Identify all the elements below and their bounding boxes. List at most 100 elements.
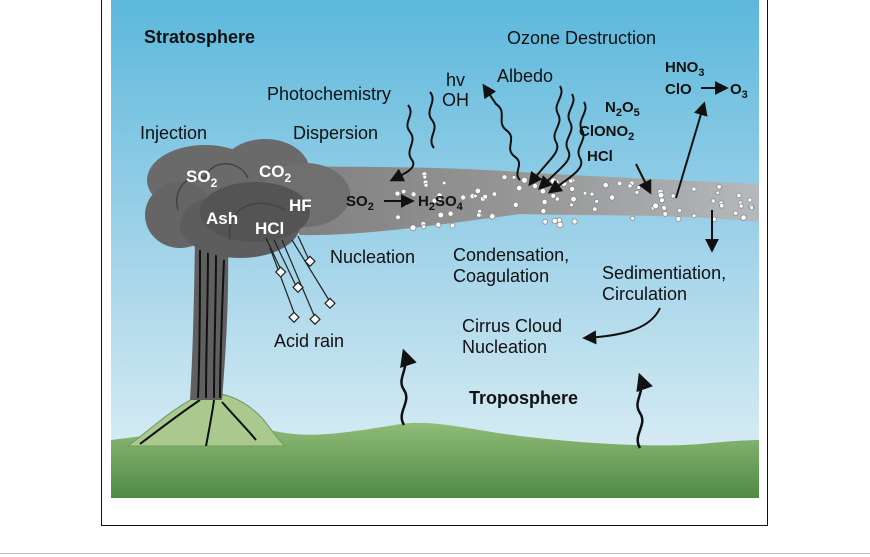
aerosol-particle <box>582 190 588 196</box>
aerosol-particle <box>571 218 578 225</box>
aerosol-particle <box>550 193 556 199</box>
aerosol-particle <box>554 196 560 202</box>
albedo-label: Albedo <box>497 66 553 86</box>
aerosol-particle <box>569 202 574 208</box>
aerosol-particle <box>511 175 517 180</box>
aerosol-particle <box>568 178 574 184</box>
ash-cloud <box>145 139 350 258</box>
aerosol-particle <box>738 203 744 209</box>
formula-o3: O3 <box>730 81 748 101</box>
aerosol-particle <box>437 211 444 219</box>
photochemistry-arrow <box>389 104 415 182</box>
aerosol-particle <box>482 193 489 200</box>
aerosol-particle <box>409 224 417 232</box>
aerosol-particle <box>736 192 742 199</box>
stratosphere-label: Stratosphere <box>144 27 255 47</box>
formula-n2o5: N2O5 <box>605 99 640 119</box>
aerosol-particle <box>732 210 739 216</box>
aerosol-particle <box>395 214 401 220</box>
ozone-destruction-label: Ozone Destruction <box>507 28 656 48</box>
aerosol-particle <box>716 184 722 190</box>
ozone-arrow <box>675 101 708 199</box>
aerosol-particle <box>691 213 697 219</box>
aerosol-particle <box>570 195 577 203</box>
troposphere-arrow-right <box>636 372 653 449</box>
formula-h2so4: H2SO4 <box>418 193 464 213</box>
aerosol-particle <box>401 188 407 195</box>
aerosol-particle <box>675 216 682 222</box>
formula-so2: SO2 <box>346 193 374 213</box>
aerosol-particle <box>630 215 636 221</box>
aerosol-particle <box>436 192 443 199</box>
dispersion-label: Dispersion <box>293 123 378 143</box>
aerosol-particle <box>435 221 442 228</box>
aerosol-particle <box>460 194 467 201</box>
sedimentation-label: Sedimentiation, <box>602 263 726 283</box>
aerosol-particle <box>512 201 519 208</box>
cloud-hcl: HCl <box>255 219 284 238</box>
aerosol-particle <box>542 218 549 225</box>
aerosol-particle <box>594 198 600 204</box>
aerosol-particle <box>740 214 747 221</box>
aerosol-particle <box>532 182 539 189</box>
aerosol-particle <box>556 221 564 229</box>
aerosol-particle <box>474 187 481 194</box>
acid-rain-label: Acid rain <box>274 331 344 351</box>
albedo-arrow <box>482 83 521 181</box>
circulation-label: Circulation <box>602 284 687 304</box>
cloud-hf: HF <box>289 196 312 215</box>
solar-radiation <box>528 85 587 194</box>
hcl-arrow <box>635 163 652 195</box>
cloud-co2: CO2 <box>259 162 292 185</box>
aerosol-particle <box>636 185 642 190</box>
aerosol-particle <box>670 193 676 199</box>
aerosol-particle <box>677 207 683 213</box>
aerosol-particle <box>569 185 576 192</box>
aerosol-particle <box>662 211 668 217</box>
aerosol-particle <box>659 197 665 204</box>
formula-clono2: ClONO2 <box>579 123 634 143</box>
aerosol-particle <box>747 197 753 203</box>
troposphere-arrow-left <box>400 348 417 426</box>
aerosol-particle <box>421 224 427 230</box>
cloud-ash: Ash <box>206 209 238 228</box>
cirrus-cloud-label: Cirrus Cloud <box>462 316 562 336</box>
aerosol-particle <box>473 193 478 199</box>
aerosol-particle <box>550 177 557 185</box>
formula-clo: ClO <box>665 81 692 98</box>
aerosol-particle <box>719 203 725 209</box>
cirrus-nucleation-label: Nucleation <box>462 337 547 357</box>
injection-label: Injection <box>140 123 207 143</box>
aerosol-particle <box>442 180 447 186</box>
volcano <box>126 392 287 447</box>
aerosol-particle <box>715 190 720 196</box>
aerosol-particle <box>402 201 408 207</box>
aerosol-particle <box>710 198 716 204</box>
aerosol-particle <box>539 188 547 195</box>
column-streaks <box>197 249 225 399</box>
cirrus-arrow <box>582 307 661 345</box>
aerosol-particle <box>602 182 609 189</box>
hv-arrow <box>428 91 436 149</box>
aerosol-particle <box>449 222 456 229</box>
aerosol-particle <box>661 204 667 211</box>
aerosol-particle <box>540 208 547 215</box>
photochemistry-label: Photochemistry <box>267 84 391 104</box>
aerosol-particle <box>489 213 496 220</box>
aerosol-particle <box>616 180 623 187</box>
aerosol-particle <box>749 205 754 211</box>
nucleation-label: Nucleation <box>330 247 415 267</box>
aerosol-particle <box>410 191 417 198</box>
formula-hno3: HNO3 <box>665 59 704 79</box>
aerosol-particle <box>657 191 665 199</box>
aerosol-particle <box>491 191 497 197</box>
oh-label: OH <box>442 90 469 110</box>
aerosol-particle <box>394 190 401 197</box>
aerosol-particle <box>476 212 482 218</box>
acid-rain <box>265 235 336 326</box>
aerosol-particle <box>608 194 616 201</box>
aerosol-particle <box>423 182 429 188</box>
cloud-so2: SO2 <box>186 167 218 190</box>
aerosol-particle <box>551 217 558 224</box>
